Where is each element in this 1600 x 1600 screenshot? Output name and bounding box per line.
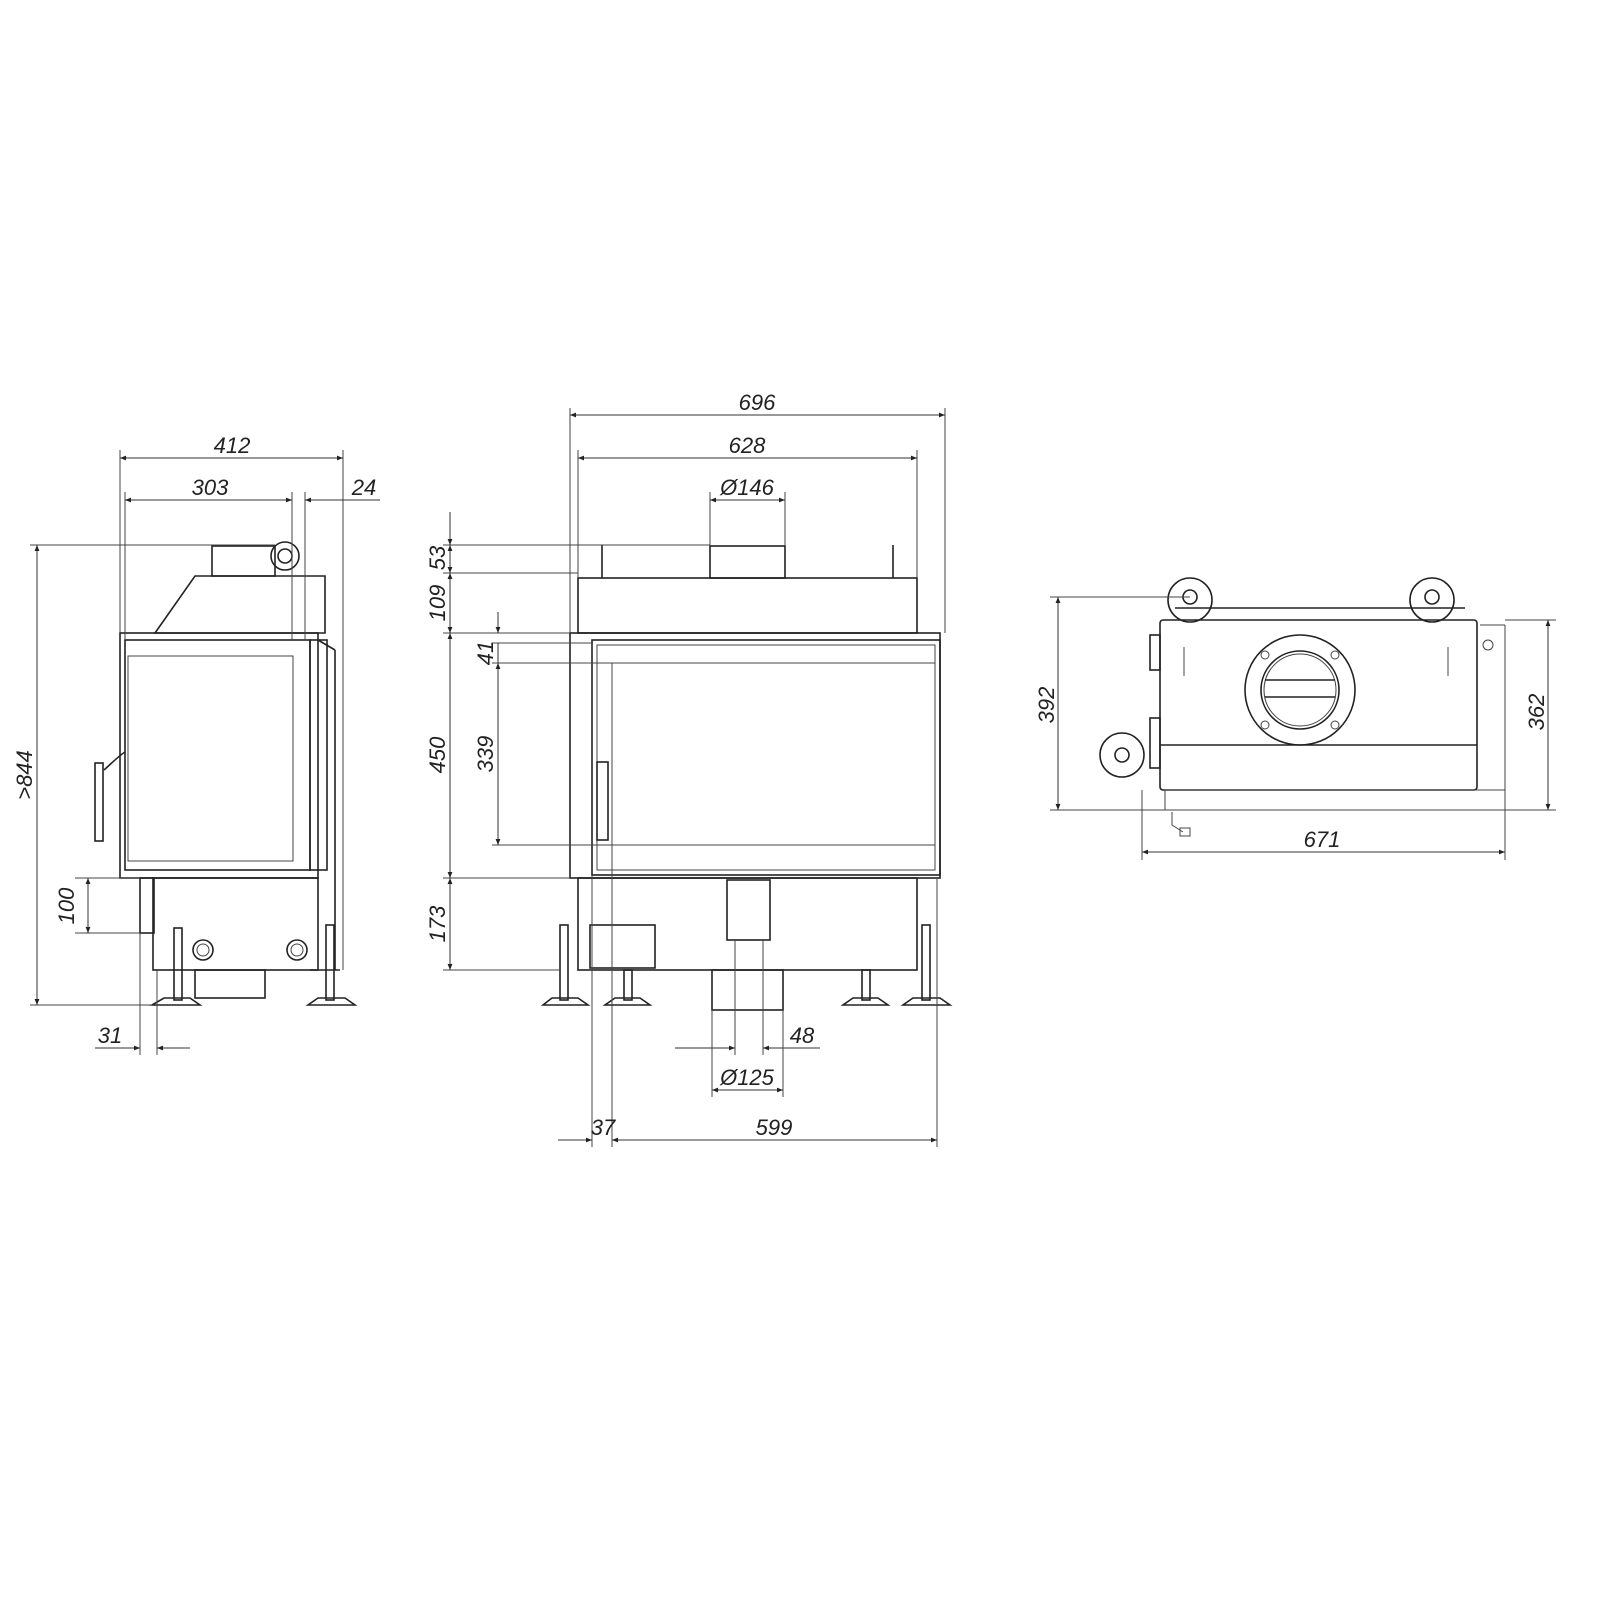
dim-front-offset-left: 37 [591,1115,616,1140]
top-view: 392 362 671 [1034,577,1556,860]
front-view: 696 628 Ø146 53 109 450 173 41 339 [425,390,953,1147]
dim-front-flue-bottom: Ø125 [719,1065,775,1090]
door-handle [596,761,609,841]
dim-side-offset-right: 24 [351,475,376,500]
flue-flange [1244,634,1356,746]
dim-front-height-top-a: 53 [425,545,450,570]
dim-front-glass-height: 339 [473,736,498,773]
leg [900,924,953,1006]
dim-side-height-total: >844 [12,750,37,800]
top-view-body [1099,577,1506,837]
dim-front-base-height: 173 [425,905,450,942]
dim-front-height-top-b: 109 [425,585,450,622]
front-view-body [540,545,953,1011]
leg [149,927,203,1006]
side-view: 412 303 24 >844 100 31 [12,433,380,1055]
side-view-body [94,541,358,1006]
dim-front-width-top: 628 [729,433,766,458]
dim-top-depth-body: 362 [1524,694,1549,731]
dim-front-width-bottom: 599 [756,1115,793,1140]
dim-side-height-base: 100 [54,887,79,924]
dim-top-width-total: 671 [1304,827,1341,852]
dim-top-depth-total: 392 [1034,687,1059,724]
dim-front-width-total: 696 [739,390,776,415]
door-handle [94,751,126,842]
dim-front-door-height: 450 [425,736,450,773]
leg [840,969,891,1006]
dim-front-flue-offset: 48 [790,1023,815,1048]
dim-side-width-inner: 303 [192,475,229,500]
dim-front-door-top: 41 [473,641,498,665]
leg [540,924,591,1006]
lifting-eye-icon [270,541,300,571]
dim-side-offset-left: 31 [98,1023,122,1048]
leg [305,924,358,1006]
dim-side-width-total: 412 [214,433,251,458]
dim-front-flue-top: Ø146 [719,475,775,500]
